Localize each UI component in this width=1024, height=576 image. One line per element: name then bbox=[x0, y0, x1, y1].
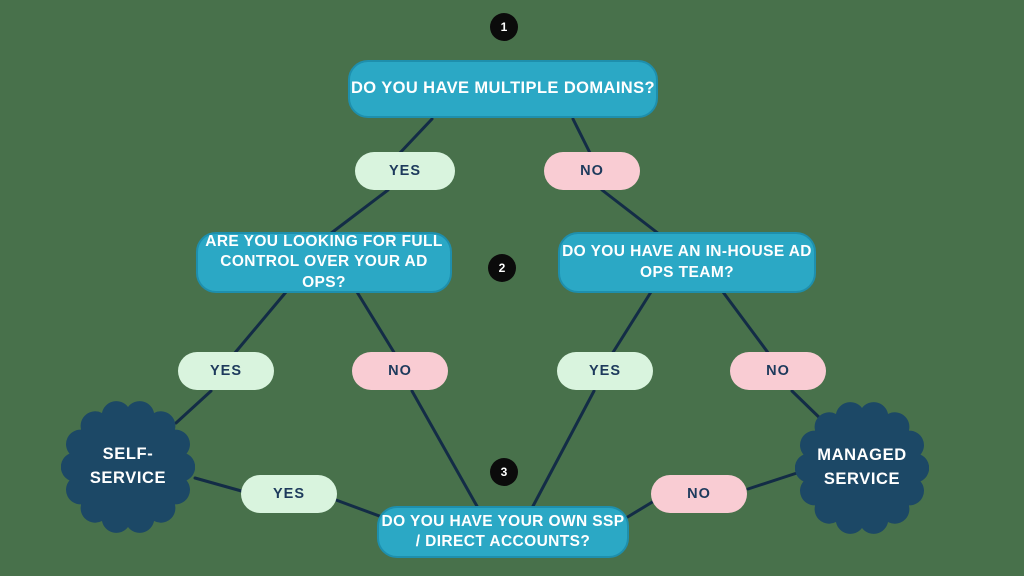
outcome-managed-service-line1: MANAGED bbox=[817, 446, 907, 465]
answer-yes-multiple-domains: YES bbox=[355, 152, 455, 190]
step-badge-1: 1 bbox=[490, 13, 518, 41]
outcome-self-service-line1: SELF- bbox=[102, 445, 154, 464]
answer-yes-label: YES bbox=[588, 363, 621, 379]
connector-yes3-q4 bbox=[530, 389, 596, 510]
answer-yes-own-ssp: YES bbox=[241, 475, 337, 513]
question-inhouse-team: DO YOU HAVE AN IN-HOUSE AD OPS TEAM? bbox=[558, 232, 816, 293]
connector-no4-q4 bbox=[624, 499, 656, 520]
connector-q3-no3 bbox=[721, 290, 771, 356]
answer-yes-label: YES bbox=[388, 163, 421, 179]
question-inhouse-team-line2: OPS TEAM? bbox=[639, 263, 735, 281]
question-full-control-line1: ARE YOU LOOKING FOR FULL bbox=[205, 232, 443, 250]
step-badge-3: 3 bbox=[490, 458, 518, 486]
step-badge-2: 2 bbox=[488, 254, 516, 282]
question-own-ssp-line2: / DIRECT ACCOUNTS? bbox=[415, 533, 591, 550]
answer-no-multiple-domains: NO bbox=[544, 152, 640, 190]
connector-yes2-selfservice bbox=[174, 389, 213, 425]
question-inhouse-team-line1: DO YOU HAVE AN IN-HOUSE AD bbox=[562, 243, 812, 261]
step-badge-2-number: 2 bbox=[498, 261, 506, 275]
outcome-self-service-label: SELF- SERVICE bbox=[61, 400, 195, 534]
step-badge-1-number: 1 bbox=[500, 20, 508, 34]
answer-no-label: NO bbox=[388, 363, 412, 379]
connector-no4-managedservice bbox=[746, 470, 802, 491]
answer-yes-label: YES bbox=[272, 486, 305, 502]
answer-yes-label: YES bbox=[209, 363, 242, 379]
connector-q1-yes1 bbox=[396, 117, 434, 157]
answer-no-inhouse-team: NO bbox=[730, 352, 826, 390]
answer-no-label: NO bbox=[766, 363, 790, 379]
seal-scallop-shape bbox=[61, 401, 195, 533]
outcome-self-service-line2: SERVICE bbox=[89, 469, 167, 487]
answer-yes-full-control: YES bbox=[178, 352, 274, 390]
outcome-self-service: SELF- SERVICE bbox=[61, 400, 195, 534]
question-multiple-domains: DO YOU HAVE MULTIPLE DOMAINS? bbox=[348, 60, 658, 118]
outcome-managed-service: MANAGED SERVICE bbox=[795, 401, 929, 535]
answer-no-label: NO bbox=[580, 163, 604, 179]
outcome-managed-service-line2: SERVICE bbox=[823, 470, 901, 488]
answer-yes-inhouse-team: YES bbox=[557, 352, 653, 390]
answer-no-label: NO bbox=[687, 486, 711, 502]
question-own-ssp-line1: DO YOU HAVE YOUR OWN SSP bbox=[381, 512, 625, 530]
question-own-ssp: DO YOU HAVE YOUR OWN SSP / DIRECT ACCOUN… bbox=[377, 506, 629, 558]
connector-no1-q3 bbox=[600, 188, 661, 236]
connector-yes1-q2 bbox=[328, 188, 390, 236]
connector-yes4-q4 bbox=[334, 498, 384, 519]
step-badge-3-number: 3 bbox=[500, 465, 508, 479]
connector-no2-q4 bbox=[410, 389, 480, 510]
question-full-control-line2: CONTROL OVER YOUR AD OPS? bbox=[220, 253, 428, 291]
connector-q2-yes2 bbox=[232, 290, 288, 356]
seal-scallop-shape bbox=[795, 402, 929, 534]
connector-q1-no1 bbox=[571, 117, 593, 157]
question-multiple-domains-text: DO YOU HAVE MULTIPLE DOMAINS? bbox=[350, 79, 656, 98]
answer-no-full-control: NO bbox=[352, 352, 448, 390]
connector-selfservice-yes4 bbox=[193, 476, 247, 494]
connector-q2-no2 bbox=[355, 290, 397, 356]
connector-q3-yes3 bbox=[610, 290, 653, 356]
outcome-managed-service-label: MANAGED SERVICE bbox=[795, 401, 929, 535]
answer-no-own-ssp: NO bbox=[651, 475, 747, 513]
question-full-control: ARE YOU LOOKING FOR FULL CONTROL OVER YO… bbox=[196, 232, 452, 293]
